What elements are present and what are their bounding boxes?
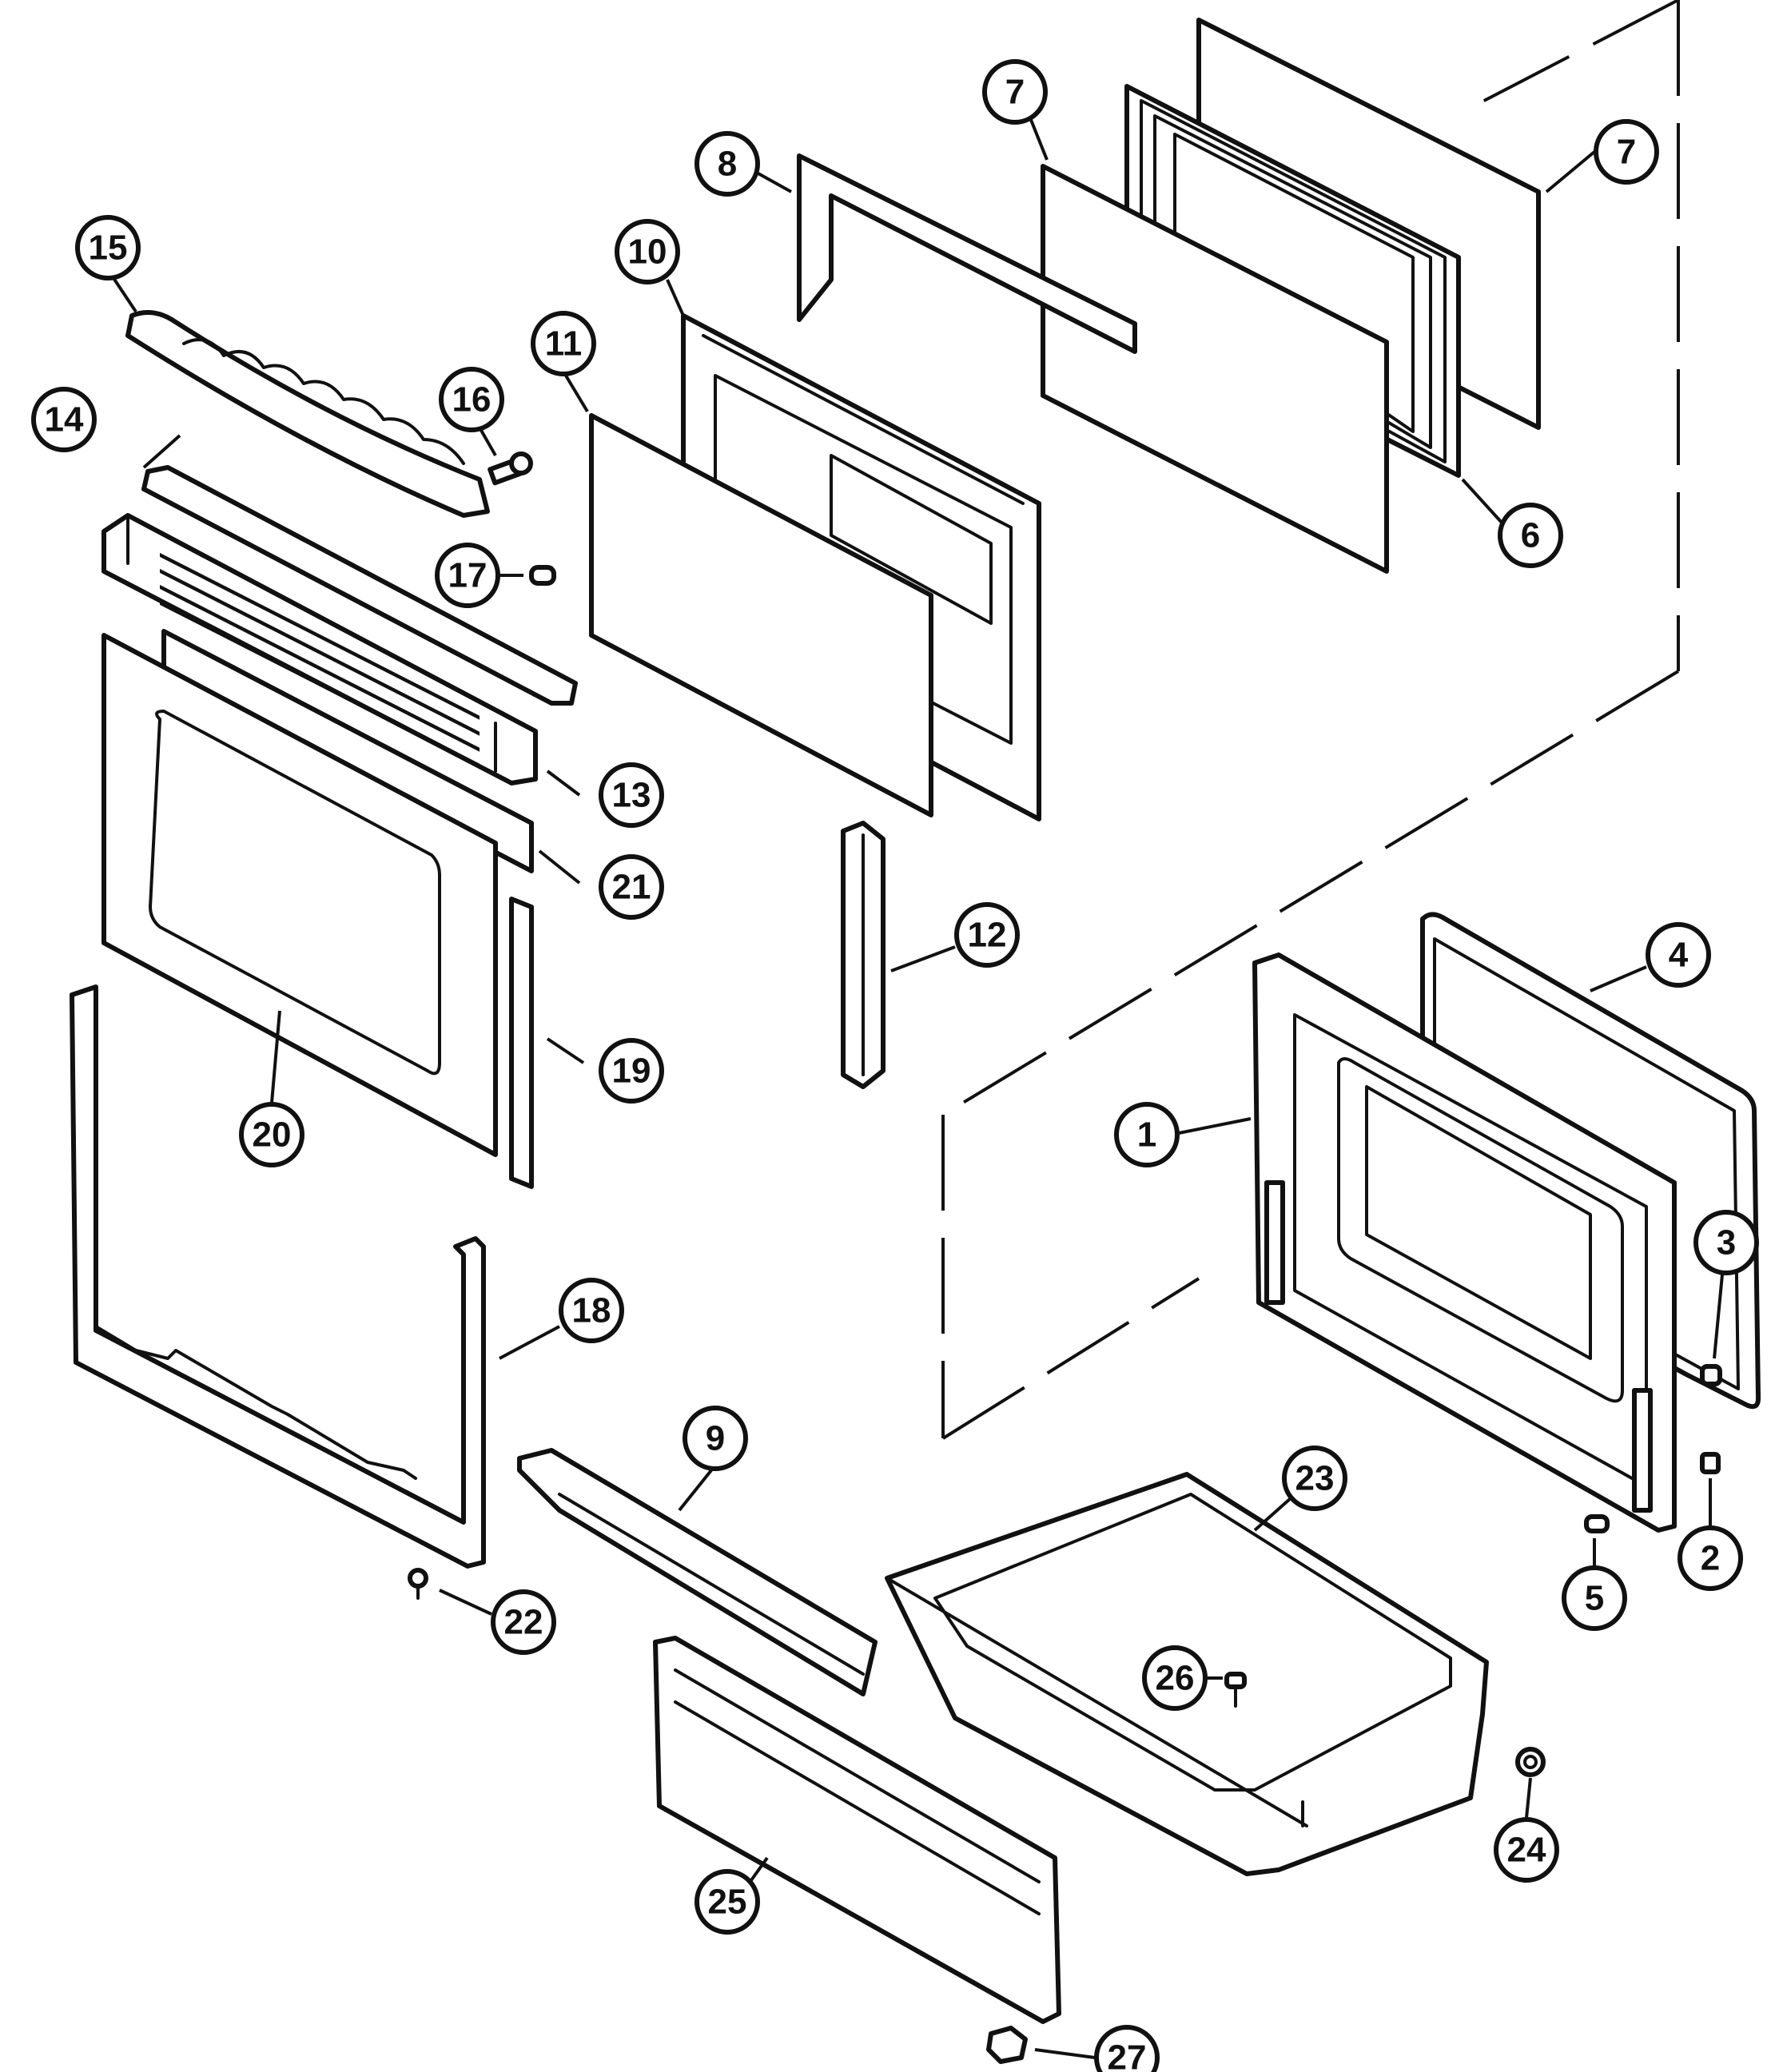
callout-9-label: 9 — [706, 1419, 725, 1458]
callout-10: 10 — [615, 219, 680, 284]
callout-11: 11 — [531, 311, 596, 376]
callout-20: 20 — [239, 1102, 304, 1167]
callout-7b-label: 7 — [1617, 133, 1636, 172]
part-1-inner-door-frame — [1252, 952, 1677, 1533]
part-9-drawer-rail-trim — [517, 1448, 878, 1696]
callout-4: 4 — [1646, 922, 1711, 988]
callout-20-label: 20 — [253, 1116, 292, 1155]
part-19-door-side-trim — [509, 897, 534, 1189]
part-3-fastener — [1700, 1364, 1722, 1386]
callout-8: 8 — [694, 131, 760, 197]
leader-lines — [110, 119, 1724, 2059]
callout-12-label: 12 — [968, 916, 1007, 955]
callout-26-label: 26 — [1156, 1659, 1195, 1698]
callout-9: 9 — [683, 1406, 748, 1471]
callout-16-label: 16 — [452, 380, 492, 420]
callout-18: 18 — [559, 1278, 624, 1343]
callout-21-label: 21 — [612, 868, 651, 907]
callout-6-label: 6 — [1521, 516, 1540, 555]
callout-19: 19 — [599, 1038, 664, 1104]
part-24-leveling-foot — [1515, 1747, 1546, 1777]
callout-14-label: 14 — [45, 400, 84, 439]
callout-8-label: 8 — [718, 145, 737, 184]
callout-15: 15 — [75, 215, 141, 280]
callout-17-label: 17 — [448, 556, 488, 595]
callout-11-label: 11 — [545, 324, 583, 364]
callout-5: 5 — [1562, 1565, 1627, 1631]
assembly-dashed-lines — [941, 0, 1680, 1440]
callout-7b: 7 — [1594, 119, 1659, 185]
part-26-screw — [1224, 1672, 1247, 1708]
part-15-door-handle — [125, 310, 490, 518]
callout-23: 23 — [1282, 1446, 1347, 1511]
part-14-vent-trim — [141, 465, 578, 706]
callout-26: 26 — [1142, 1645, 1208, 1711]
part-25-drawer-front-panel — [653, 1636, 1061, 2024]
callout-27-label: 27 — [1108, 2038, 1147, 2072]
part-20-outer-door — [101, 633, 498, 1157]
callout-18-label: 18 — [572, 1291, 611, 1330]
part-13-door-vent-trim — [101, 513, 538, 785]
part-16-screw — [488, 451, 533, 486]
callout-27: 27 — [1094, 2025, 1160, 2072]
callout-13: 13 — [599, 762, 664, 828]
callout-6: 6 — [1498, 503, 1563, 568]
callout-5-label: 5 — [1585, 1579, 1604, 1618]
callout-7a-label: 7 — [1005, 73, 1025, 112]
callout-12: 12 — [954, 902, 1020, 968]
part-8-glass-retainer — [797, 153, 1137, 354]
callout-19-label: 19 — [612, 1052, 651, 1091]
part-7-inner-glass — [1041, 164, 1389, 574]
part-12-hinge-channel — [841, 821, 886, 1089]
part-17-spacer — [529, 565, 556, 586]
callout-13-label: 13 — [612, 776, 651, 815]
part-11-door-glass — [589, 413, 933, 817]
callout-3-label: 3 — [1717, 1223, 1736, 1263]
part-27-nut — [986, 2026, 1028, 2064]
callout-24-label: 24 — [1507, 1831, 1546, 1870]
part-5-spacer — [1584, 1514, 1610, 1533]
callout-16: 16 — [439, 367, 504, 432]
callout-22: 22 — [491, 1589, 556, 1655]
callout-2-label: 2 — [1701, 1539, 1720, 1578]
part-22-screw — [408, 1568, 428, 1600]
callout-3: 3 — [1693, 1210, 1759, 1275]
callout-25-label: 25 — [708, 1883, 747, 1922]
callout-24: 24 — [1494, 1817, 1559, 1883]
callout-21: 21 — [599, 854, 664, 920]
callout-1-label: 1 — [1137, 1116, 1156, 1155]
callout-22-label: 22 — [504, 1603, 543, 1642]
callout-7a: 7 — [982, 59, 1048, 125]
callout-2: 2 — [1677, 1525, 1743, 1591]
vent-slots — [160, 552, 480, 768]
part-18-drawer-front-frame — [70, 984, 486, 1569]
callout-17: 17 — [435, 543, 500, 608]
callout-14: 14 — [31, 387, 97, 452]
callout-25: 25 — [694, 1869, 760, 1935]
callout-23-label: 23 — [1295, 1459, 1335, 1498]
callout-1: 1 — [1114, 1102, 1180, 1167]
callout-15-label: 15 — [89, 229, 128, 268]
callout-4-label: 4 — [1669, 936, 1689, 975]
part-2-nut — [1700, 1452, 1721, 1474]
callout-10-label: 10 — [628, 233, 667, 272]
